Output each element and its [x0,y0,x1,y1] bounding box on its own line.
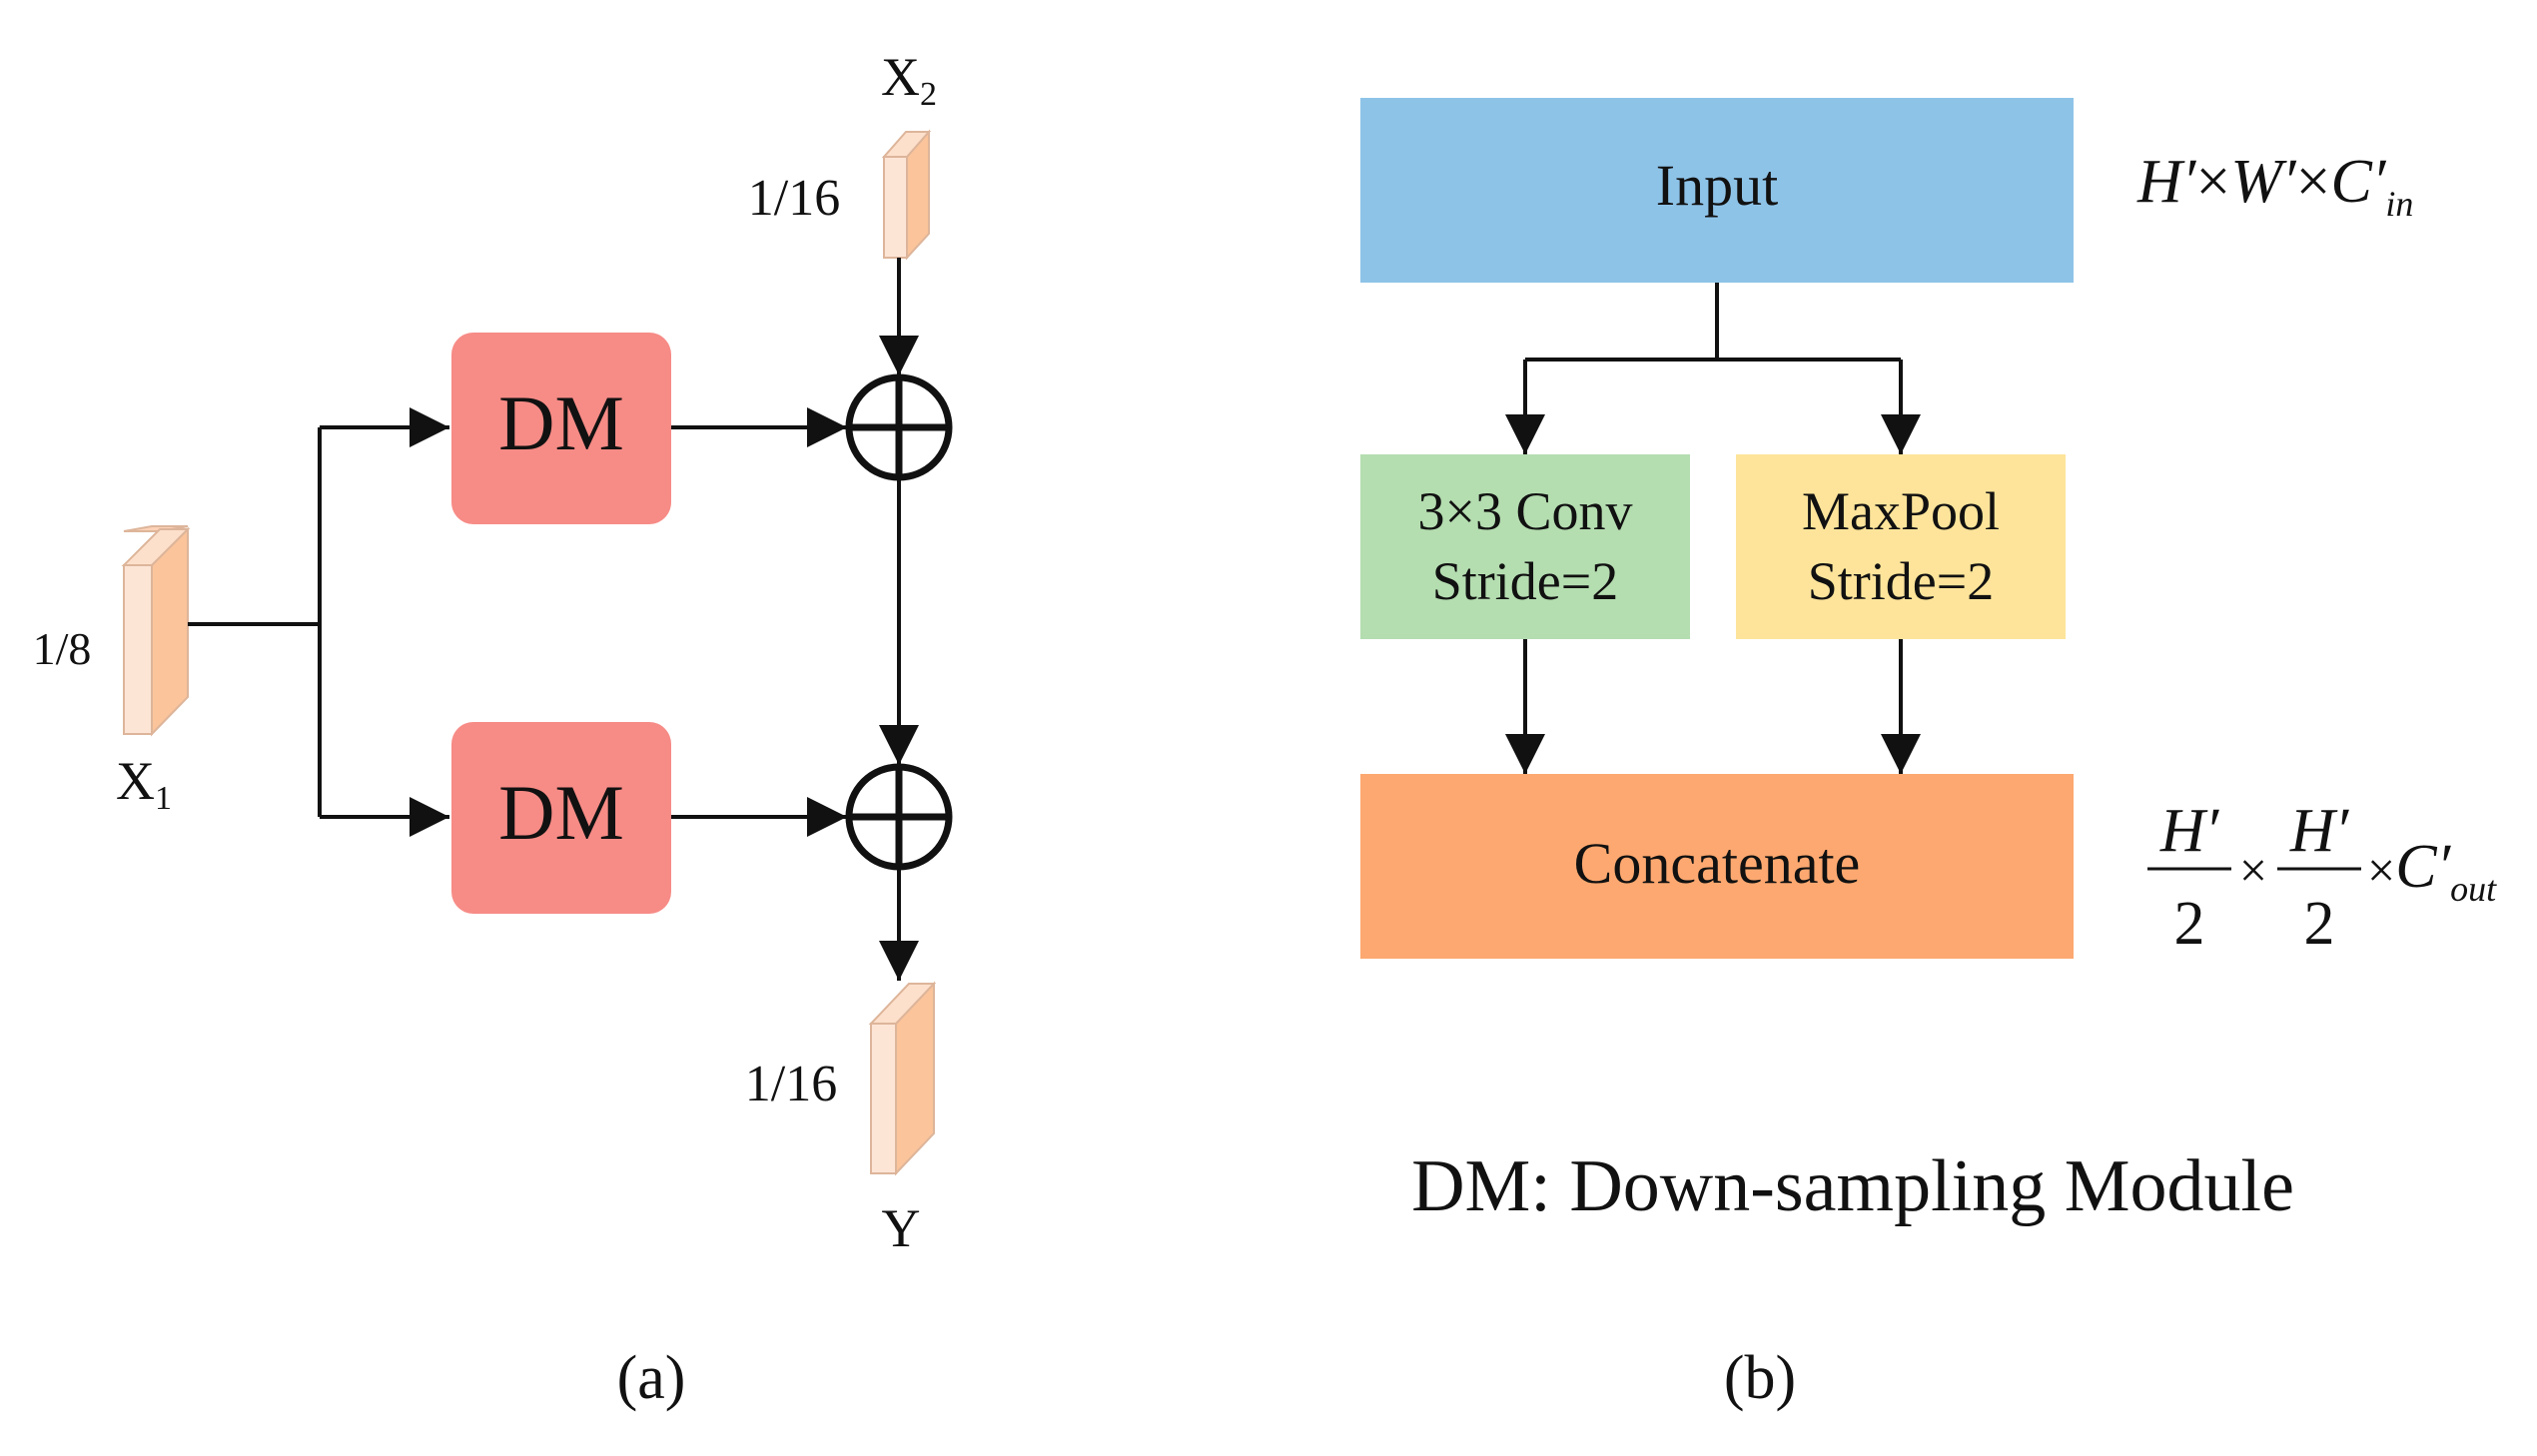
output-w-numerator: H′ [2289,797,2350,865]
maxpool-box-line1: MaxPool [1802,481,2000,541]
maxpool-box-line2: Stride=2 [1808,551,1994,611]
output-dimensions: H′ 2 × H′ 2 ×C′out [2147,797,2497,958]
branch-wires [188,258,919,981]
split-wires [1505,283,1921,774]
input-dimensions: H′×W′×C′in [2136,148,2413,224]
dm-box-top [451,333,671,524]
dm-bottom-label: DM [498,769,624,856]
caption-b: (b) [1724,1344,1796,1412]
input-box [1360,98,2074,283]
dm-top-label: DM [498,379,624,466]
output-times-1: × [2239,842,2267,898]
tensor-x2 [881,129,932,261]
add-operator-top-icon [845,373,953,481]
tensor-x1 [121,525,191,737]
add-operator-bottom-icon [845,763,953,871]
y-scale-label: 1/16 [745,1056,837,1112]
dm-box-bottom [451,722,671,914]
x2-label: X2 [881,47,937,113]
output-h-numerator: H′ [2159,797,2220,865]
y-label: Y [882,1198,921,1258]
x1-label: X1 [116,751,172,817]
concatenate-box [1360,774,2074,959]
output-w-denominator: 2 [2304,890,2335,958]
caption-a: (a) [617,1344,686,1412]
legend-text: DM: Down-sampling Module [1411,1145,2294,1227]
x2-scale-label: 1/16 [748,170,840,227]
x1-scale-label: 1/8 [33,623,92,674]
conv-box-line2: Stride=2 [1432,551,1618,611]
output-h-denominator: 2 [2174,890,2205,958]
tensor-y [868,981,937,1176]
input-box-label: Input [1656,153,1778,218]
conv-box-line1: 3×3 Conv [1418,481,1633,541]
panel-a: 1/8 X1 1/16 X2 1/16 Y [33,47,953,1412]
output-channels: ×C′out [2367,833,2497,909]
panel-b: Input H′×W′×C′in 3×3 Conv Stride=2 MaxPo… [1360,98,2497,1412]
concatenate-box-label: Concatenate [1574,831,1861,896]
conv-box [1360,454,1690,639]
maxpool-box [1736,454,2066,639]
